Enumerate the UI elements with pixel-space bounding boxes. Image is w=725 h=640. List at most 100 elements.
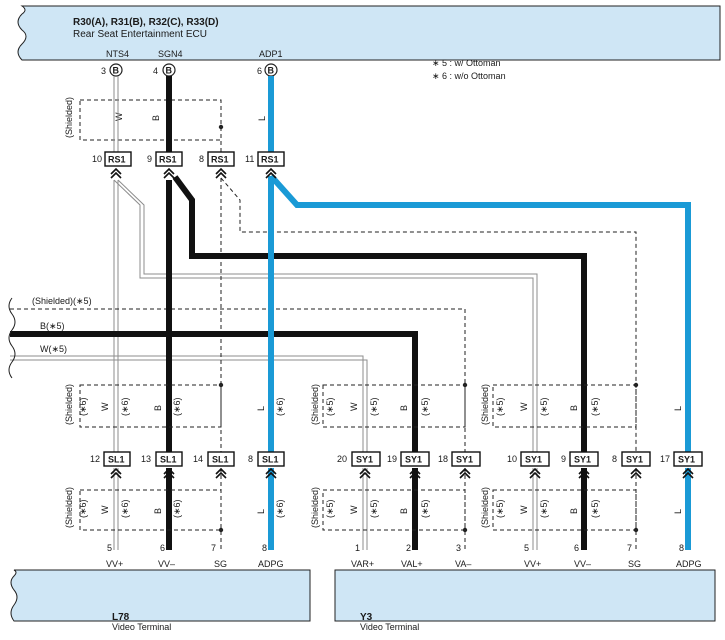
y3-pin-6: 6	[574, 543, 579, 553]
ecu-title: R30(A), R31(B), R32(C), R33(D)	[73, 17, 219, 28]
y3-pin-2: 2	[406, 543, 411, 553]
ecu-pin-num: 6	[257, 66, 262, 76]
wire-sgn4-black	[10, 76, 587, 550]
shield-label: (Shielded)	[64, 97, 74, 138]
y3-pin-1: 1	[355, 543, 360, 553]
connector-label: SL1	[262, 455, 279, 465]
sl1-connector-13: 13 SL1	[141, 451, 183, 479]
rs1-connector-9: 9 RS1	[147, 151, 183, 179]
y3-id: Y3	[360, 612, 373, 623]
ecu-pin-3: 3 B	[101, 63, 123, 77]
connector-pin-num: 18	[438, 454, 448, 464]
connector-pin-num: 8	[248, 454, 253, 464]
connector-pin-num: 10	[92, 154, 102, 164]
sl1-connector-row: 12 SL1 13 SL1 14 SL1 8 SL1	[90, 451, 285, 479]
connector-pin-num: 10	[507, 454, 517, 464]
l78-pin-name-sg: SG	[214, 559, 227, 569]
connector-label: SY1	[525, 455, 542, 465]
option-legend: ∗ 5 : w/ Ottoman ∗ 6 : w/o Ottoman	[432, 58, 506, 81]
rs1-connector-11: 11 RS1	[245, 151, 285, 179]
wire-color-w: W	[100, 505, 110, 514]
sl1-connector-12: 12 SL1	[90, 451, 131, 479]
wire-color-b: B	[399, 405, 409, 411]
l78-name: Video Terminal	[112, 622, 171, 632]
note-5: (∗5)	[369, 499, 379, 518]
ecu-pin-conn: B	[268, 66, 275, 76]
wire-color-w: W	[349, 505, 359, 514]
sy1-connector-row: 20 SY1 19 SY1 18 SY1 10 SY1 9 SY1	[337, 451, 703, 479]
l78-video-terminal: 5 6 7 8 VV+ VV– SG ADPG L78 Video Termin…	[10, 543, 311, 632]
y3-pin-name-vv-minus: VV–	[574, 559, 591, 569]
rear-seat-entertainment-ecu: R30(A), R31(B), R32(C), R33(D) Rear Seat…	[17, 5, 721, 61]
connector-label: SY1	[405, 455, 422, 465]
wire-color-b: B	[153, 508, 163, 514]
note-6: (∗6)	[172, 499, 182, 518]
legend-item-5: ∗ 5 : w/ Ottoman	[432, 58, 501, 68]
wire-color-l: L	[256, 406, 266, 411]
connector-label: SY1	[626, 455, 643, 465]
ecu-pin-name-nts4: NTS4	[106, 49, 129, 59]
note-5: (∗5)	[325, 397, 335, 416]
ecu-pin-num: 4	[153, 66, 158, 76]
connector-label: SL1	[160, 455, 177, 465]
wire-color-b: B	[153, 405, 163, 411]
y3-pin-name-var-plus: VAR+	[351, 559, 374, 569]
top-shield: (Shielded) W B L	[64, 97, 267, 152]
connector-label: SY1	[678, 455, 695, 465]
note-6: (∗6)	[78, 397, 88, 416]
ecu-pin-name-sgn4: SGN4	[158, 49, 183, 59]
connector-label: RS1	[211, 155, 229, 165]
connector-label: RS1	[261, 155, 279, 165]
shield-label: (Shielded)	[310, 487, 320, 528]
y3-pin-5: 5	[524, 543, 529, 553]
connector-label: SL1	[108, 455, 125, 465]
l78-pin-name-vv-minus: VV–	[158, 559, 175, 569]
note-5: (∗5)	[369, 397, 379, 416]
shielded5-label: (Shielded)(∗5)	[32, 296, 92, 306]
note-5: (∗5)	[590, 397, 600, 416]
wire-nts4-white	[10, 76, 538, 550]
connector-pin-num: 8	[612, 454, 617, 464]
connector-pin-num: 20	[337, 454, 347, 464]
connector-label: SY1	[356, 455, 373, 465]
l78-id: L78	[112, 612, 130, 623]
note-5: (∗5)	[495, 397, 505, 416]
note-6: (∗6)	[78, 499, 88, 518]
y3-name: Video Terminal	[360, 622, 419, 632]
note-5: (∗5)	[420, 499, 430, 518]
sy1-connector-17: 17 SY1	[660, 451, 703, 479]
y3-pin-name-sg: SG	[628, 559, 641, 569]
wire-sg-shield-drain	[10, 177, 637, 550]
harness-labels: (Shielded)(∗5) B(∗5) W(∗5)	[32, 296, 92, 354]
shield-labels: (Shielded) (∗6) (Shielded) (∗6) (Shielde…	[64, 384, 505, 528]
shield-boxes	[79, 384, 637, 531]
connector-label: RS1	[159, 155, 177, 165]
shield-label: (Shielded)	[480, 487, 490, 528]
y3-pin-7: 7	[627, 543, 632, 553]
shield-drain-dots	[218, 382, 639, 533]
note-6: (∗6)	[172, 397, 182, 416]
connector-pin-num: 11	[245, 154, 254, 164]
ecu-pin-conn: B	[113, 66, 120, 76]
wire-color-b: B	[569, 405, 579, 411]
w5-label: W(∗5)	[40, 344, 67, 354]
wire-color-b: B	[399, 508, 409, 514]
connector-pin-num: 13	[141, 454, 151, 464]
note-5: (∗5)	[420, 397, 430, 416]
shield-label: (Shielded)	[310, 384, 320, 425]
sl1-connector-8: 8 SL1	[248, 451, 285, 479]
sy1-connector-18: 18 SY1	[438, 451, 481, 479]
note-6: (∗6)	[120, 397, 130, 416]
connector-pin-num: 9	[147, 154, 152, 164]
l78-pin-8: 8	[262, 543, 267, 553]
lower-wire-labels: W (∗6) B (∗6) L (∗6) W (∗6) B (∗6) L (∗6…	[100, 397, 683, 518]
note-6: (∗6)	[275, 397, 285, 416]
wire-color-l: L	[673, 406, 683, 411]
wire-color-l: L	[257, 116, 267, 121]
note-6: (∗6)	[120, 499, 130, 518]
y3-pin-3: 3	[456, 543, 461, 553]
ecu-pin-conn: B	[166, 66, 173, 76]
rs1-connector-row: 10 RS1 9 RS1 8 RS1 11 RS1	[92, 151, 285, 179]
rs1-connector-10: 10 RS1	[92, 151, 132, 179]
